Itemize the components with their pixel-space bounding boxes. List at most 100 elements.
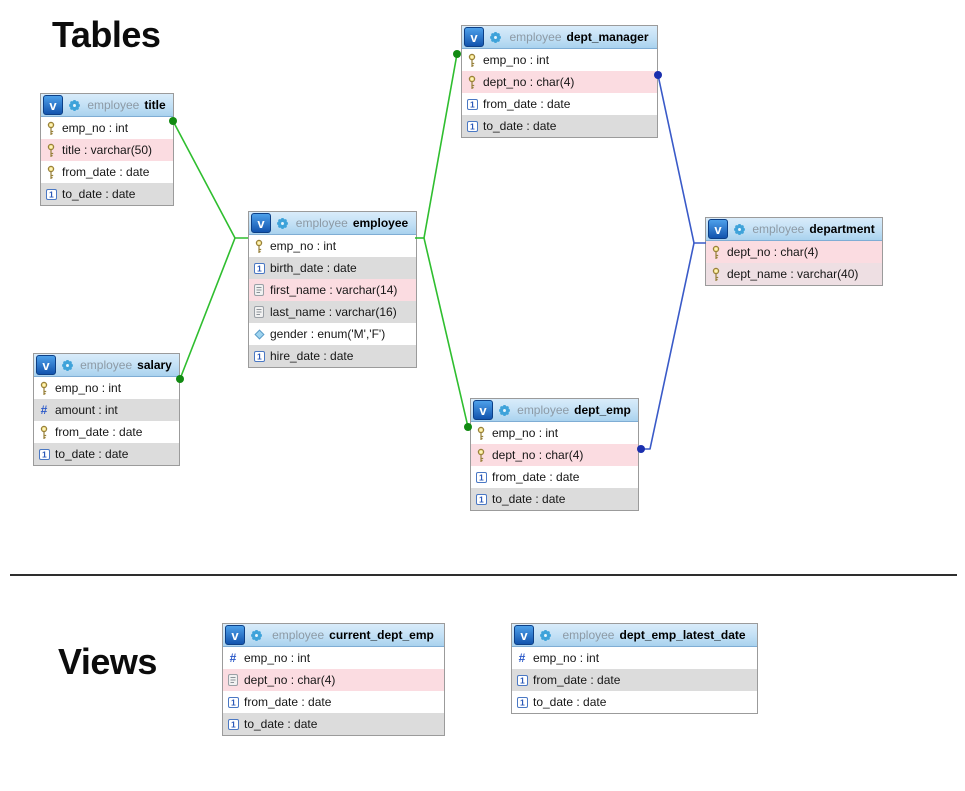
varchar-icon: [252, 284, 266, 296]
column-row-from_date[interactable]: 1 from_date : date: [512, 669, 757, 691]
column-label: to_date : date: [55, 447, 129, 461]
varchar-icon: [252, 306, 266, 318]
date-icon: 1: [465, 120, 479, 132]
column-label: emp_no : int: [483, 53, 550, 67]
column-row-emp_no[interactable]: emp_no : int: [249, 235, 416, 257]
svg-text:1: 1: [231, 697, 236, 707]
gear-icon: [489, 31, 502, 44]
column-row-amount[interactable]: #amount : int: [34, 399, 179, 421]
int-icon: #: [229, 651, 237, 665]
column-row-from_date[interactable]: 1 from_date : date: [223, 691, 444, 713]
svg-text:1: 1: [520, 675, 525, 685]
column-row-gender[interactable]: gender : enum('M','F'): [249, 323, 416, 345]
column-label: dept_name : varchar(40): [727, 267, 859, 281]
key-icon: [44, 143, 58, 158]
column-row-from_date[interactable]: from_date : date: [41, 161, 173, 183]
gear-icon: [733, 223, 746, 236]
key-icon: [709, 245, 723, 260]
svg-text:1: 1: [42, 449, 47, 459]
gear-icon: [250, 629, 263, 642]
column-row-to_date[interactable]: 1 to_date : date: [34, 443, 179, 465]
gear-icon: [68, 99, 81, 112]
column-row-first_name[interactable]: first_name : varchar(14): [249, 279, 416, 301]
key-icon: [709, 267, 723, 282]
column-label: to_date : date: [483, 119, 557, 133]
column-row-title[interactable]: title : varchar(50): [41, 139, 173, 161]
column-label: emp_no : int: [55, 381, 122, 395]
date-icon: 1: [226, 696, 240, 708]
entity-name: dept_emp: [574, 403, 631, 417]
view-badge-icon: v: [464, 27, 484, 47]
section-divider: [10, 574, 957, 576]
entity-name: employee: [352, 216, 409, 230]
column-row-dept_no[interactable]: dept_no : char(4): [462, 71, 657, 93]
column-label: emp_no : int: [244, 651, 311, 665]
column-label: dept_no : char(4): [727, 245, 819, 259]
column-row-emp_no[interactable]: emp_no : int: [41, 117, 173, 139]
gear-icon: [276, 217, 289, 230]
column-row-dept_no[interactable]: dept_no : char(4): [471, 444, 638, 466]
key-icon: [465, 75, 479, 90]
column-label: to_date : date: [492, 492, 566, 506]
schema-name: employee: [87, 98, 140, 112]
date-icon: 1: [515, 674, 529, 686]
column-row-emp_no[interactable]: # emp_no : int: [223, 647, 444, 669]
column-row-from_date[interactable]: from_date : date: [34, 421, 179, 443]
column-row-emp_no[interactable]: emp_no : int: [34, 377, 179, 399]
column-row-last_name[interactable]: last_name : varchar(16): [249, 301, 416, 323]
svg-text:1: 1: [231, 719, 236, 729]
column-row-dept_no[interactable]: dept_no : char(4): [706, 241, 882, 263]
column-row-emp_no[interactable]: emp_no : int: [471, 422, 638, 444]
column-row-to_date[interactable]: 1 to_date : date: [462, 115, 657, 137]
date-icon: 1: [465, 98, 479, 110]
column-label: from_date : date: [533, 673, 621, 687]
column-label: emp_no : int: [492, 426, 559, 440]
entity-name: dept_emp_latest_date: [619, 628, 746, 642]
column-label: from_date : date: [492, 470, 580, 484]
column-label: from_date : date: [62, 165, 150, 179]
column-label: dept_no : char(4): [492, 448, 584, 462]
int-icon: #: [518, 651, 526, 665]
schema-name: employee: [562, 628, 615, 642]
column-label: amount : int: [55, 403, 118, 417]
entity-name: salary: [137, 358, 172, 372]
gear-icon: [539, 629, 552, 642]
view-badge-icon: v: [225, 625, 245, 645]
column-label: dept_no : char(4): [244, 673, 336, 687]
column-row-dept_no[interactable]: dept_no : char(4): [223, 669, 444, 691]
column-label: from_date : date: [244, 695, 332, 709]
svg-text:1: 1: [257, 351, 262, 361]
schema-name: employee: [295, 216, 348, 230]
key-icon: [252, 239, 266, 254]
column-row-emp_no[interactable]: #emp_no : int: [512, 647, 757, 669]
column-row-emp_no[interactable]: emp_no : int: [462, 49, 657, 71]
column-row-dept_name[interactable]: dept_name : varchar(40): [706, 263, 882, 285]
schema-name: employee: [272, 628, 325, 642]
